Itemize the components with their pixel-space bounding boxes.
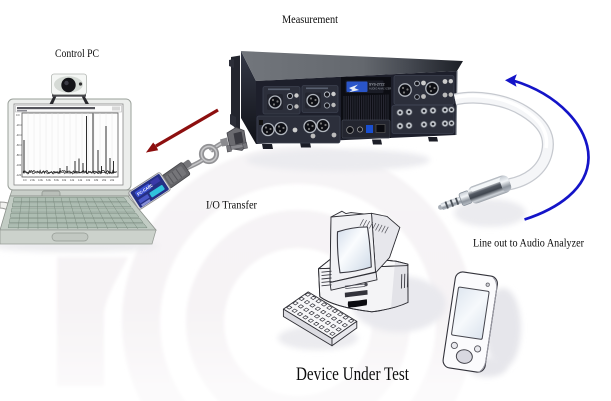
svg-text:8.0k: 8.0k — [54, 178, 60, 182]
svg-text:Control PC: Control PC — [55, 46, 99, 60]
svg-text:20k: 20k — [102, 178, 107, 182]
svg-text:AUDIO ANALYZER: AUDIO ANALYZER — [369, 87, 391, 91]
svg-text:16k: 16k — [86, 178, 91, 182]
svg-text:0.0: 0.0 — [16, 113, 20, 117]
svg-text:-120: -120 — [16, 173, 22, 177]
svg-text:10k: 10k — [62, 178, 67, 182]
svg-text:-60.0: -60.0 — [16, 143, 22, 147]
svg-text:6.0k: 6.0k — [46, 178, 52, 182]
svg-text:-80.0: -80.0 — [16, 153, 22, 157]
svg-text:4.0k: 4.0k — [38, 178, 44, 182]
svg-text:SYS-2722: SYS-2722 — [369, 83, 385, 87]
svg-text:-100: -100 — [16, 163, 22, 167]
svg-text:Line out to Audio Analyzer: Line out to Audio Analyzer — [473, 236, 584, 250]
svg-text:-20.0: -20.0 — [16, 123, 22, 127]
svg-text:14k: 14k — [78, 178, 83, 182]
svg-text:Device Under Test: Device Under Test — [296, 365, 410, 385]
svg-text:22k: 22k — [110, 178, 115, 182]
svg-text:Measurement: Measurement — [282, 12, 339, 26]
svg-text:I/O Transfer: I/O Transfer — [206, 198, 257, 212]
svg-text:2.0k: 2.0k — [30, 178, 36, 182]
svg-text:12k: 12k — [70, 178, 75, 182]
svg-text:0.0: 0.0 — [23, 178, 27, 182]
svg-text:-40.0: -40.0 — [16, 133, 22, 137]
svg-text:18k: 18k — [94, 178, 99, 182]
